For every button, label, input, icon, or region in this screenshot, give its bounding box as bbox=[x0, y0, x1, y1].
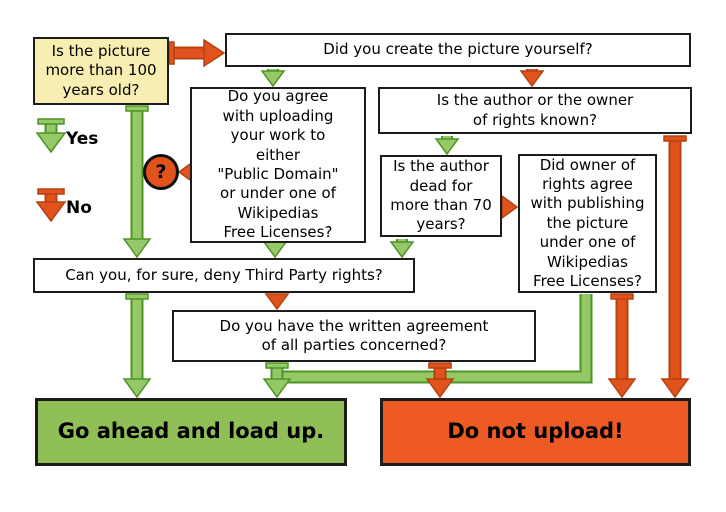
edge-arrowhead bbox=[607, 378, 637, 399]
edge-created-agree_upload-yes bbox=[260, 69, 286, 88]
edge-third_party-go-yes bbox=[122, 293, 152, 399]
node-author-known: Is the author or the owner of rights kno… bbox=[378, 87, 692, 134]
question-mark-icon: ? bbox=[143, 154, 179, 190]
edge-arrowhead bbox=[434, 138, 460, 156]
edge-author_dead-owner_agree-no bbox=[501, 194, 519, 220]
edge-cap bbox=[610, 293, 634, 300]
edge-age-third_party-yes bbox=[122, 105, 152, 259]
node-author-dead-70: Is the author dead for more than 70 year… bbox=[380, 155, 502, 237]
edge-cap bbox=[37, 188, 65, 195]
edge-written_agreement-stop-no bbox=[425, 362, 455, 399]
edge-cap bbox=[428, 362, 452, 369]
edge-age-created-no bbox=[168, 38, 226, 68]
legend-no-label: No bbox=[66, 198, 92, 218]
edge-arrowhead bbox=[519, 70, 545, 88]
edge-arrowhead bbox=[262, 378, 292, 399]
node-picture-age: Is the picture more than 100 years old? bbox=[33, 37, 169, 105]
edge-arrowhead bbox=[260, 70, 286, 88]
edge-author_known-author_dead-yes bbox=[434, 136, 460, 156]
edge-arrowhead bbox=[389, 241, 415, 259]
edge-author_dead-third_party-yes bbox=[389, 239, 415, 259]
edge-arrowhead bbox=[660, 378, 690, 399]
legend-yes-arrow bbox=[35, 118, 67, 154]
edge-cap bbox=[125, 293, 149, 300]
node-created-yourself: Did you create the picture yourself? bbox=[225, 33, 691, 67]
edge-agree_upload-third_party-yes bbox=[262, 241, 288, 259]
edge-arrowhead bbox=[425, 378, 455, 399]
node-go-ahead-result: Go ahead and load up. bbox=[35, 398, 347, 466]
node-owner-agree: Did owner of rights agree with publishin… bbox=[518, 154, 657, 293]
edge-arrowhead bbox=[35, 132, 67, 154]
legend-no-arrow bbox=[35, 188, 67, 223]
edge-cap bbox=[265, 362, 289, 369]
edge-written_agreement-go-yes bbox=[262, 362, 292, 399]
edge-created-author_known-no bbox=[519, 69, 545, 88]
edge-arrowhead bbox=[122, 238, 152, 259]
edge-third_party-written_agreement-no bbox=[264, 293, 290, 311]
edge-arrowhead bbox=[35, 201, 67, 223]
node-agree-upload: Do you agree with uploading your work to… bbox=[190, 87, 366, 243]
node-third-party-rights: Can you, for sure, deny Third Party righ… bbox=[33, 258, 415, 293]
edge-arrowhead bbox=[501, 194, 519, 220]
edge-cap bbox=[125, 105, 149, 112]
edge-owner_agree-stop-no bbox=[607, 293, 637, 399]
edge-shaft bbox=[283, 294, 591, 382]
edge-arrowhead bbox=[203, 38, 226, 68]
edge-cap bbox=[37, 118, 65, 125]
edge-arrowhead bbox=[122, 378, 152, 399]
edge-owner_agree-go-yes bbox=[283, 294, 593, 384]
edge-cap bbox=[168, 41, 175, 65]
legend-yes-label: Yes bbox=[66, 129, 99, 149]
node-written-agreement: Do you have the written agreement of all… bbox=[172, 310, 536, 362]
edge-author_known-stop-no bbox=[660, 135, 690, 399]
edge-arrowhead bbox=[264, 293, 290, 311]
edge-cap bbox=[663, 135, 687, 142]
node-do-not-upload-result: Do not upload! bbox=[380, 398, 691, 466]
edge-arrowhead bbox=[262, 241, 288, 259]
